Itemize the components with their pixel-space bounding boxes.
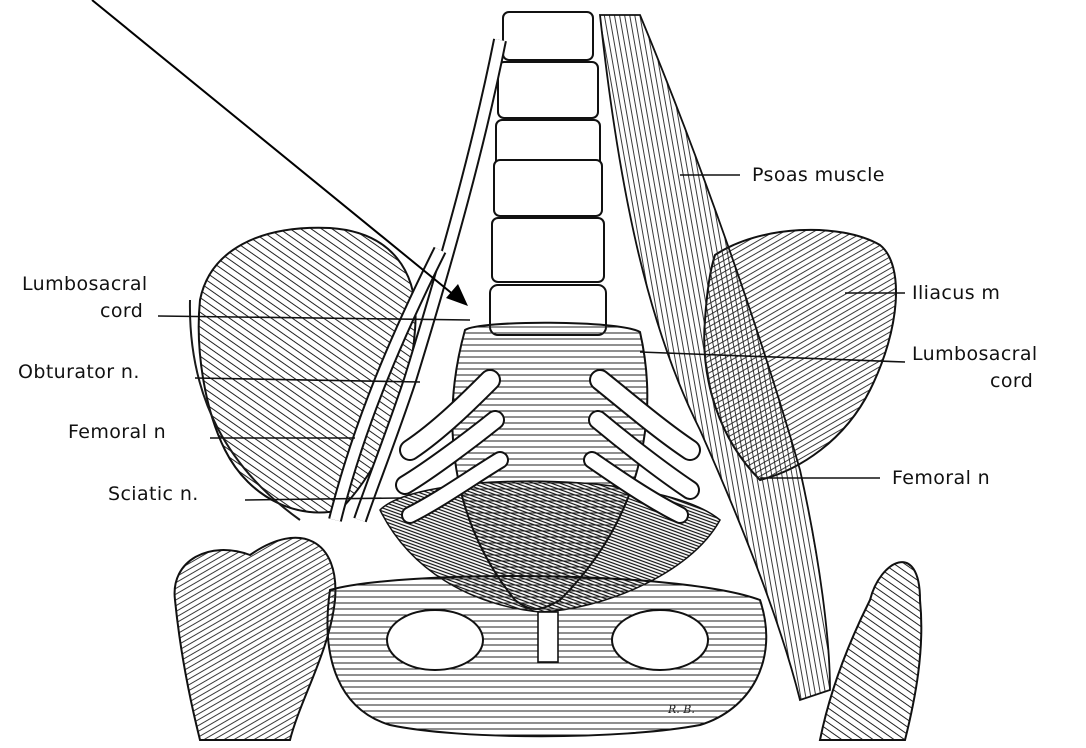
- label-lumbosacral-cord-left-line2: cord: [100, 300, 143, 322]
- pubic-bones: [328, 576, 767, 736]
- left-femur: [175, 538, 336, 740]
- label-lumbosacral-cord-right-line1: Lumbosacral: [912, 343, 1038, 365]
- label-femoral-n-right: Femoral n: [892, 467, 990, 489]
- label-iliacus-m: Iliacus m: [912, 282, 1000, 304]
- label-femoral-n-left: Femoral n: [68, 421, 166, 443]
- label-sciatic-n: Sciatic n.: [108, 483, 199, 505]
- lumbar-spine: [490, 12, 606, 335]
- label-psoas-muscle: Psoas muscle: [752, 164, 885, 186]
- label-obturator-n: Obturator n.: [18, 361, 140, 383]
- artist-signature: R. B.: [667, 703, 695, 716]
- right-femur: [820, 562, 921, 740]
- label-lumbosacral-cord-right-line2: cord: [990, 370, 1033, 392]
- label-lumbosacral-cord-left-line1: Lumbosacral: [22, 273, 148, 295]
